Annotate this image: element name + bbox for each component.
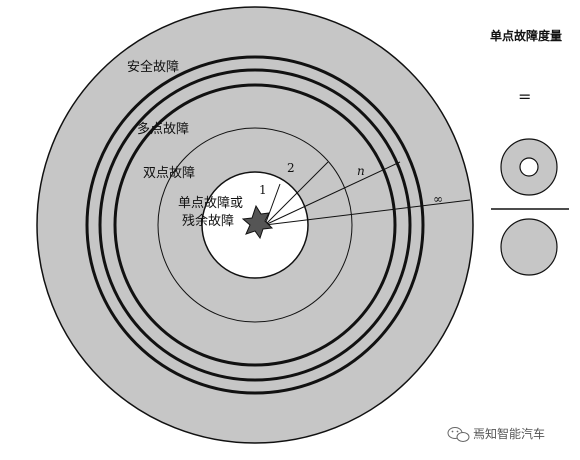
multi-point-boundary-outer xyxy=(85,55,425,395)
ray-label-n: n xyxy=(357,164,365,178)
label-single-point-fault-line1: 单点故障或 xyxy=(178,196,243,211)
metric-equals-sign: = xyxy=(518,87,531,106)
ray-n xyxy=(264,161,401,226)
fault-origin-star xyxy=(241,204,274,240)
watermark-text: 焉知智能汽车 xyxy=(473,426,545,441)
wechat-icon xyxy=(447,427,470,442)
multi-point-boundary-inner xyxy=(98,68,412,382)
denominator-disk xyxy=(500,218,558,276)
ray-label-1: 1 xyxy=(259,183,267,197)
ray-infinity xyxy=(264,199,471,226)
ray-label-2: 2 xyxy=(287,161,295,175)
metric-title: 单点故障度量 xyxy=(490,28,562,43)
dual-point-boundary xyxy=(113,83,397,367)
fault-rays xyxy=(264,161,471,226)
label-residual-fault-line2: 残余故障 xyxy=(182,213,234,229)
label-multi-point-fault: 多点故障 xyxy=(137,121,189,137)
ray-label-infinity: ∞ xyxy=(433,192,443,206)
single-point-boundary xyxy=(157,127,353,323)
label-safe-fault: 安全故障 xyxy=(127,59,179,75)
ray-2 xyxy=(264,161,329,226)
numerator-hole xyxy=(519,157,539,177)
ray-1 xyxy=(264,183,281,226)
watermark: 焉知智能汽车 xyxy=(447,426,545,442)
metric-formula: 单点故障度量 = xyxy=(490,28,569,276)
label-dual-point-fault: 双点故障 xyxy=(143,166,195,181)
